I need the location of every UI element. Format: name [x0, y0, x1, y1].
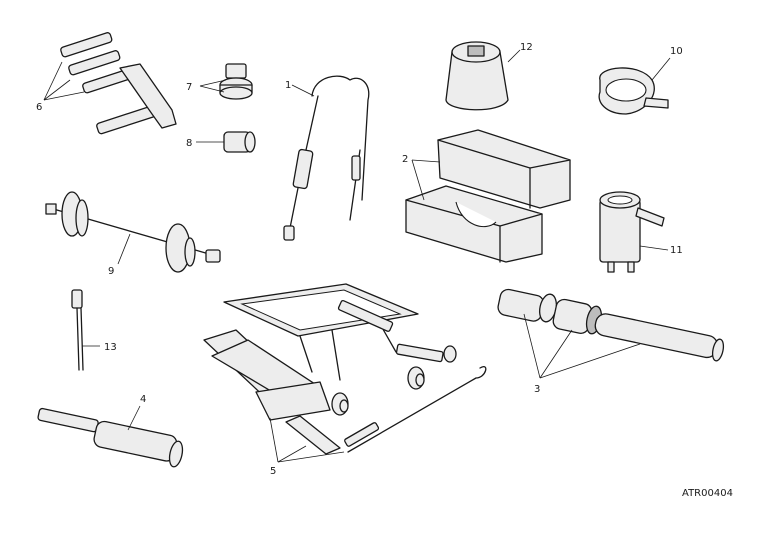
callout-3: 3	[534, 384, 540, 395]
callout-9: 9	[108, 266, 114, 277]
part-5-stand	[203, 283, 487, 463]
part-7-adapter	[199, 63, 253, 100]
part-13-probe	[71, 289, 100, 371]
part-1-gauge	[283, 75, 370, 241]
part-8-sleeve	[196, 131, 256, 153]
callout-13: 13	[104, 342, 117, 353]
callout-1: 1	[285, 80, 291, 91]
part-11-sleeve	[599, 191, 669, 273]
callout-2: 2	[402, 154, 408, 165]
callout-7: 7	[186, 82, 192, 93]
callout-6: 6	[36, 102, 42, 113]
callout-12: 12	[520, 42, 533, 53]
part-10-ring-spanner	[598, 57, 671, 115]
callout-10: 10	[670, 46, 683, 57]
reference-code: ATR00404	[682, 488, 733, 499]
part-6-pin-set	[43, 32, 177, 135]
part-4-handle-tool	[37, 405, 184, 468]
callout-4: 4	[140, 394, 146, 405]
callout-5: 5	[270, 466, 276, 477]
callout-11: 11	[670, 245, 683, 256]
part-2-split-block	[405, 129, 571, 263]
part-3-rod-bushes	[497, 288, 725, 379]
part-9-puller	[45, 191, 221, 273]
part-12-socket	[445, 41, 521, 111]
callout-labels: 1 2 3 4 5 6 7 8 9 10 11 12 13	[36, 42, 683, 477]
callout-8: 8	[186, 138, 192, 149]
